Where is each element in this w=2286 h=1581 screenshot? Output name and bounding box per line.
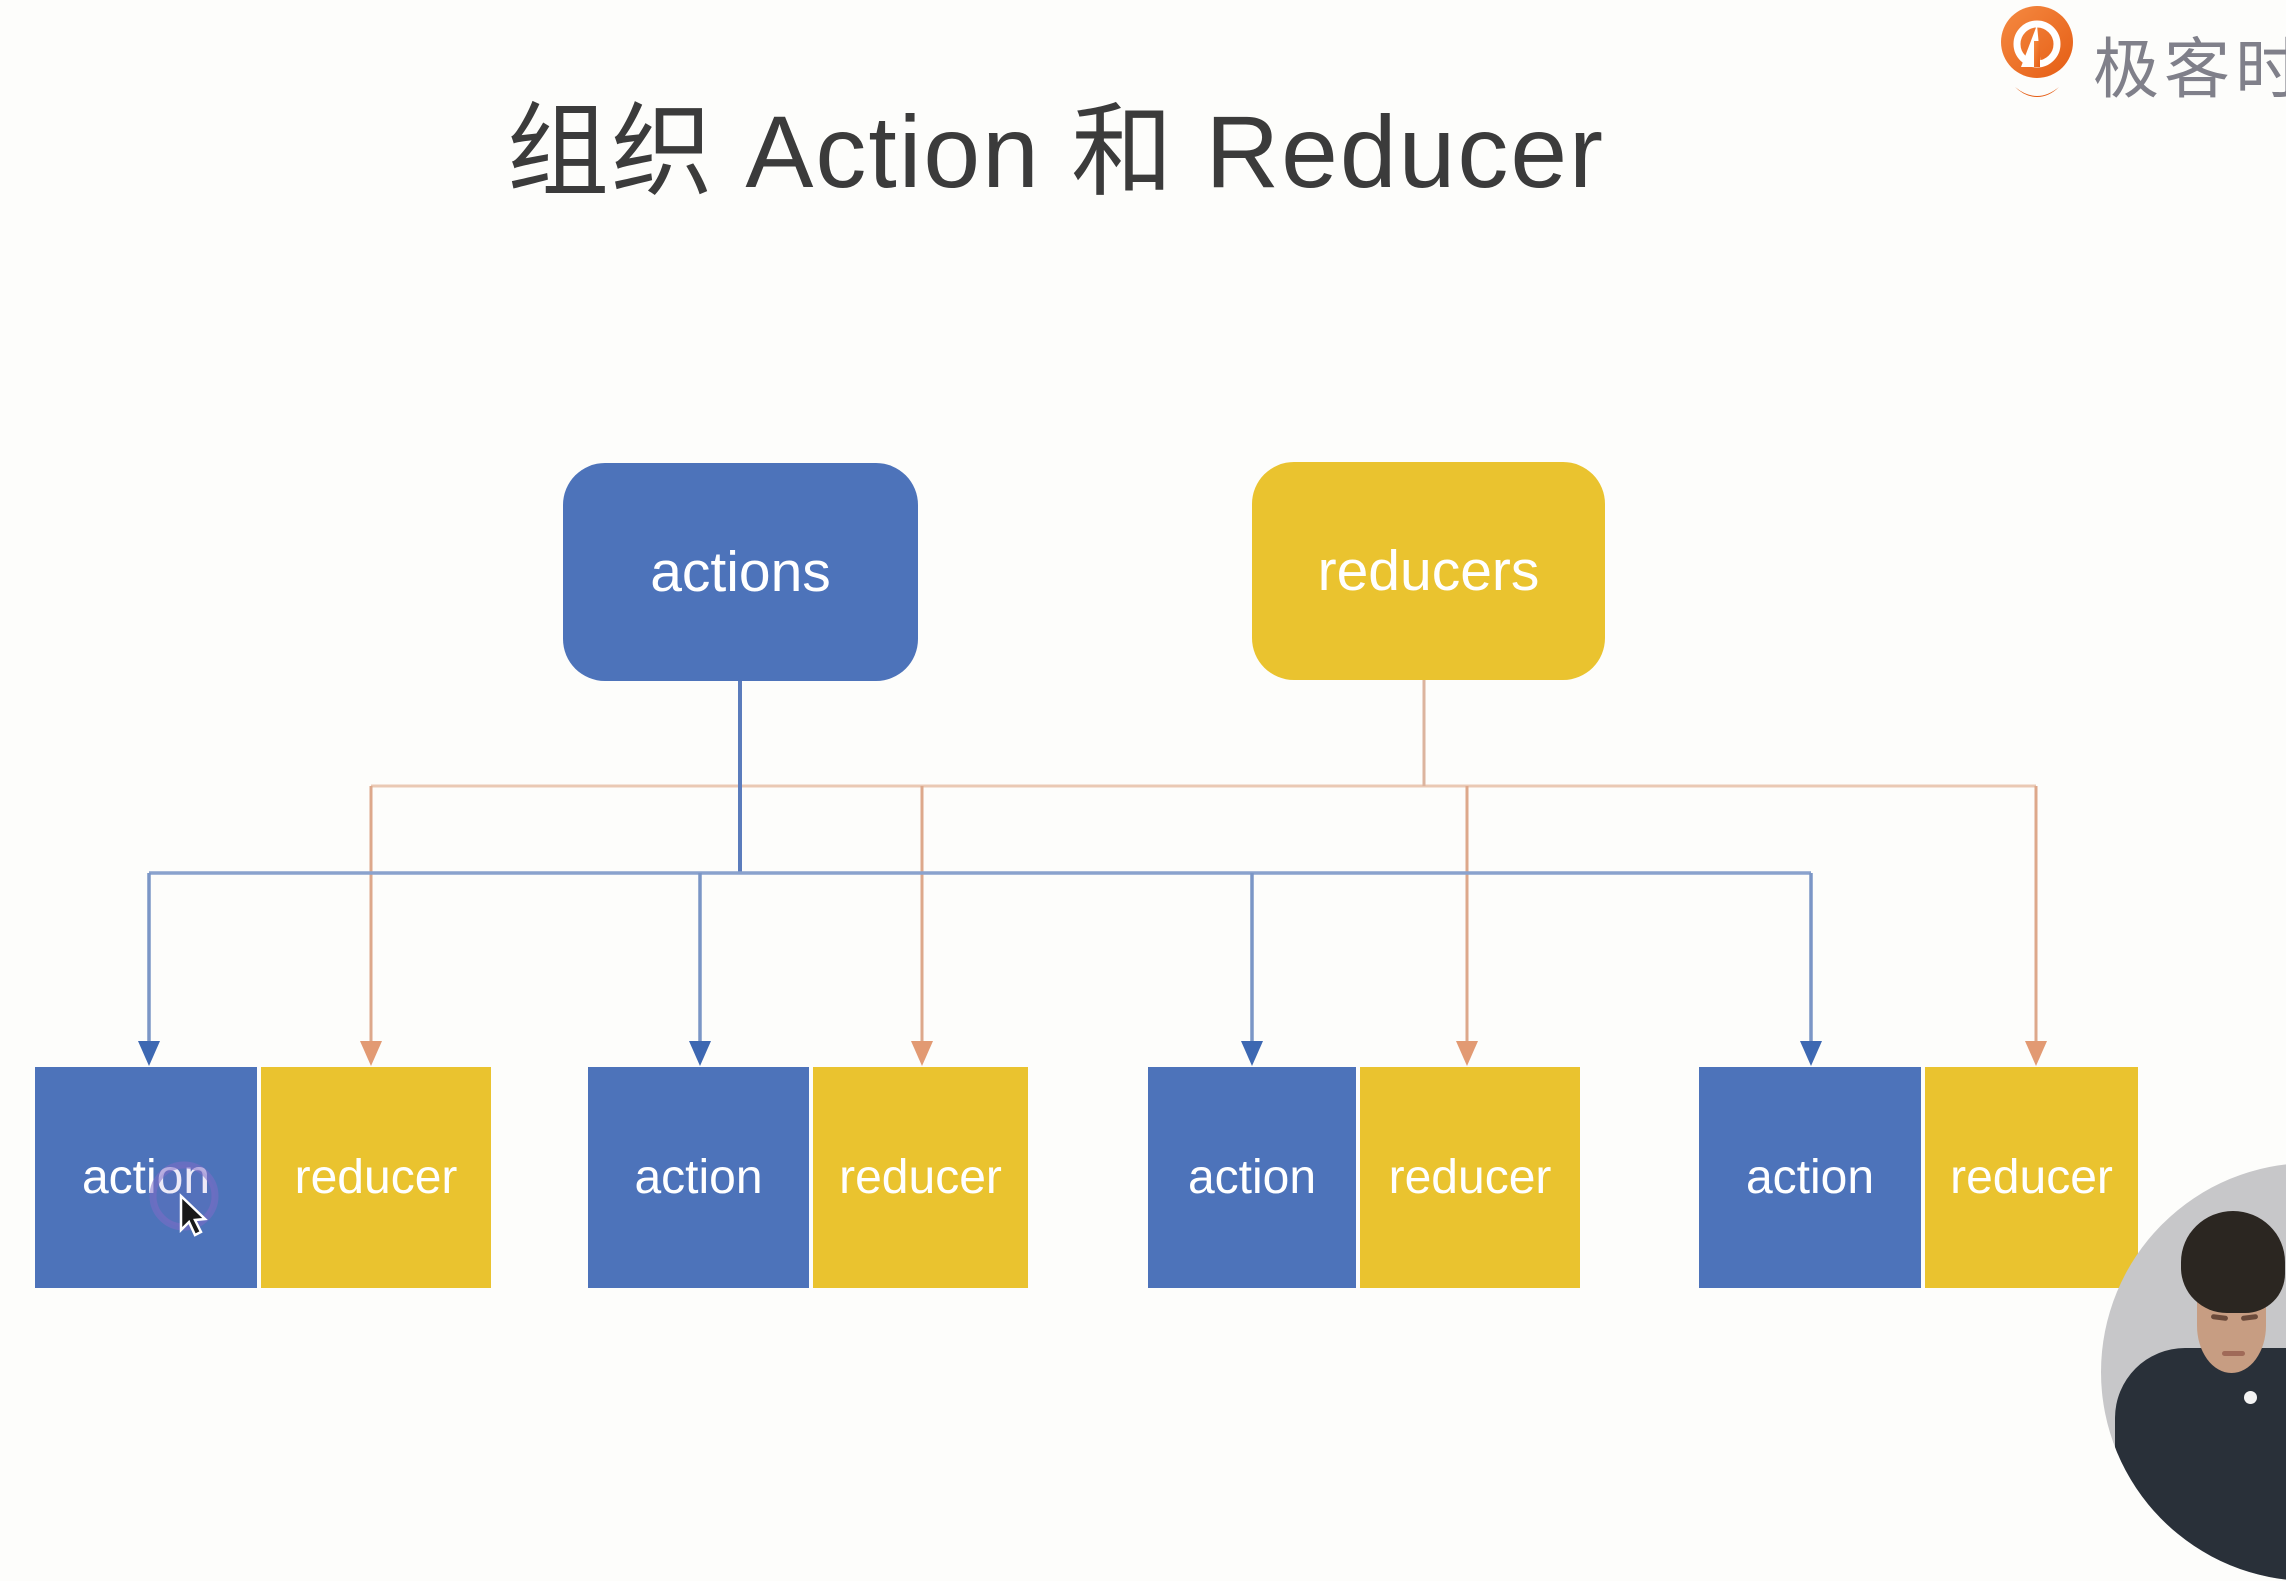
- action-box-2: action: [588, 1067, 809, 1288]
- reducer-box-1: reducer: [261, 1067, 491, 1288]
- arrowhead-orange: [911, 1041, 933, 1066]
- arrowhead-blue: [1800, 1041, 1822, 1066]
- reducers-parent-box: reducers: [1252, 462, 1605, 680]
- arrowhead-blue: [138, 1041, 160, 1066]
- reducer-box-2: reducer: [813, 1067, 1028, 1288]
- action-label: action: [634, 1151, 763, 1204]
- arrowhead-orange: [1456, 1041, 1478, 1066]
- reducer-label: reducer: [294, 1151, 458, 1204]
- presenter-mouth: [2222, 1351, 2245, 1356]
- reducer-label: reducer: [1950, 1151, 2113, 1204]
- action-box-4: action: [1699, 1067, 1921, 1288]
- arrowhead-blue: [689, 1041, 711, 1066]
- reducer-box-3: reducer: [1360, 1067, 1580, 1288]
- geektime-logo: 极客时间: [2001, 0, 2286, 110]
- action-label: action: [1745, 1151, 1875, 1204]
- action-label: action: [81, 1151, 211, 1204]
- geektime-logo-icon: [2001, 6, 2073, 97]
- reducer-label: reducer: [839, 1151, 1002, 1204]
- mic-dot: [2244, 1391, 2257, 1404]
- presenter-shirt: [2115, 1348, 2286, 1581]
- action-label: action: [1187, 1151, 1317, 1204]
- arrowhead-orange: [360, 1041, 382, 1066]
- action-box-3: action: [1148, 1067, 1356, 1288]
- slide-title: 组织 Action 和 Reducer: [506, 95, 1606, 209]
- actions-parent-label: actions: [650, 540, 831, 604]
- arrowhead-blue: [1241, 1041, 1263, 1066]
- reducer-label: reducer: [1388, 1151, 1552, 1204]
- arrowhead-orange: [2025, 1041, 2047, 1066]
- reducers-parent-label: reducers: [1317, 539, 1540, 603]
- connector-lines: [138, 680, 2047, 1066]
- actions-parent-box: actions: [563, 463, 918, 681]
- presenter-hair: [2181, 1211, 2285, 1313]
- video-frame: { "slide": { "title": "组织 Action 和 Reduc…: [35, 0, 2286, 1581]
- geektime-brand-text: 极客时间: [2093, 32, 2286, 106]
- action-box-1: action: [35, 1067, 257, 1288]
- reducer-box-4: reducer: [1925, 1067, 2138, 1288]
